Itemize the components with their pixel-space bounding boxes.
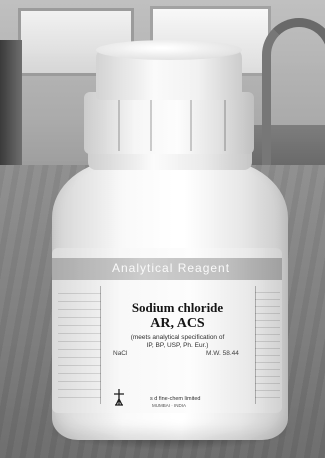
cap-rib: [190, 96, 192, 151]
company-location: MUMBAI · INDIA: [152, 403, 187, 408]
brand-band-text: Analytical Reagent: [112, 261, 231, 275]
product-name: Sodium chloride: [131, 300, 224, 315]
bottle-lid-top: [96, 40, 242, 60]
spec-line-2: IP, BP, USP, Ph. Eur.): [146, 342, 209, 349]
molecular-weight: M.W. 58.44: [206, 350, 239, 357]
company-name: s d fine-chem limited: [150, 396, 201, 402]
cap-rib: [118, 96, 120, 151]
cap-rib: [150, 96, 152, 151]
label-left-column: [58, 286, 101, 404]
product-grade: AR, ACS: [150, 316, 205, 331]
cap-rib: [224, 96, 226, 151]
company-logo-icon: [114, 389, 124, 406]
spec-text: (meets analytical specification of IP, B…: [100, 334, 255, 350]
label-right-column: [255, 286, 280, 404]
label-band: [52, 258, 282, 280]
bottle-cap-ring: [84, 92, 254, 154]
chemical-formula: NaCl: [113, 350, 128, 357]
background-pipe: [262, 18, 325, 197]
spec-line-1: (meets analytical specification of: [130, 334, 225, 341]
